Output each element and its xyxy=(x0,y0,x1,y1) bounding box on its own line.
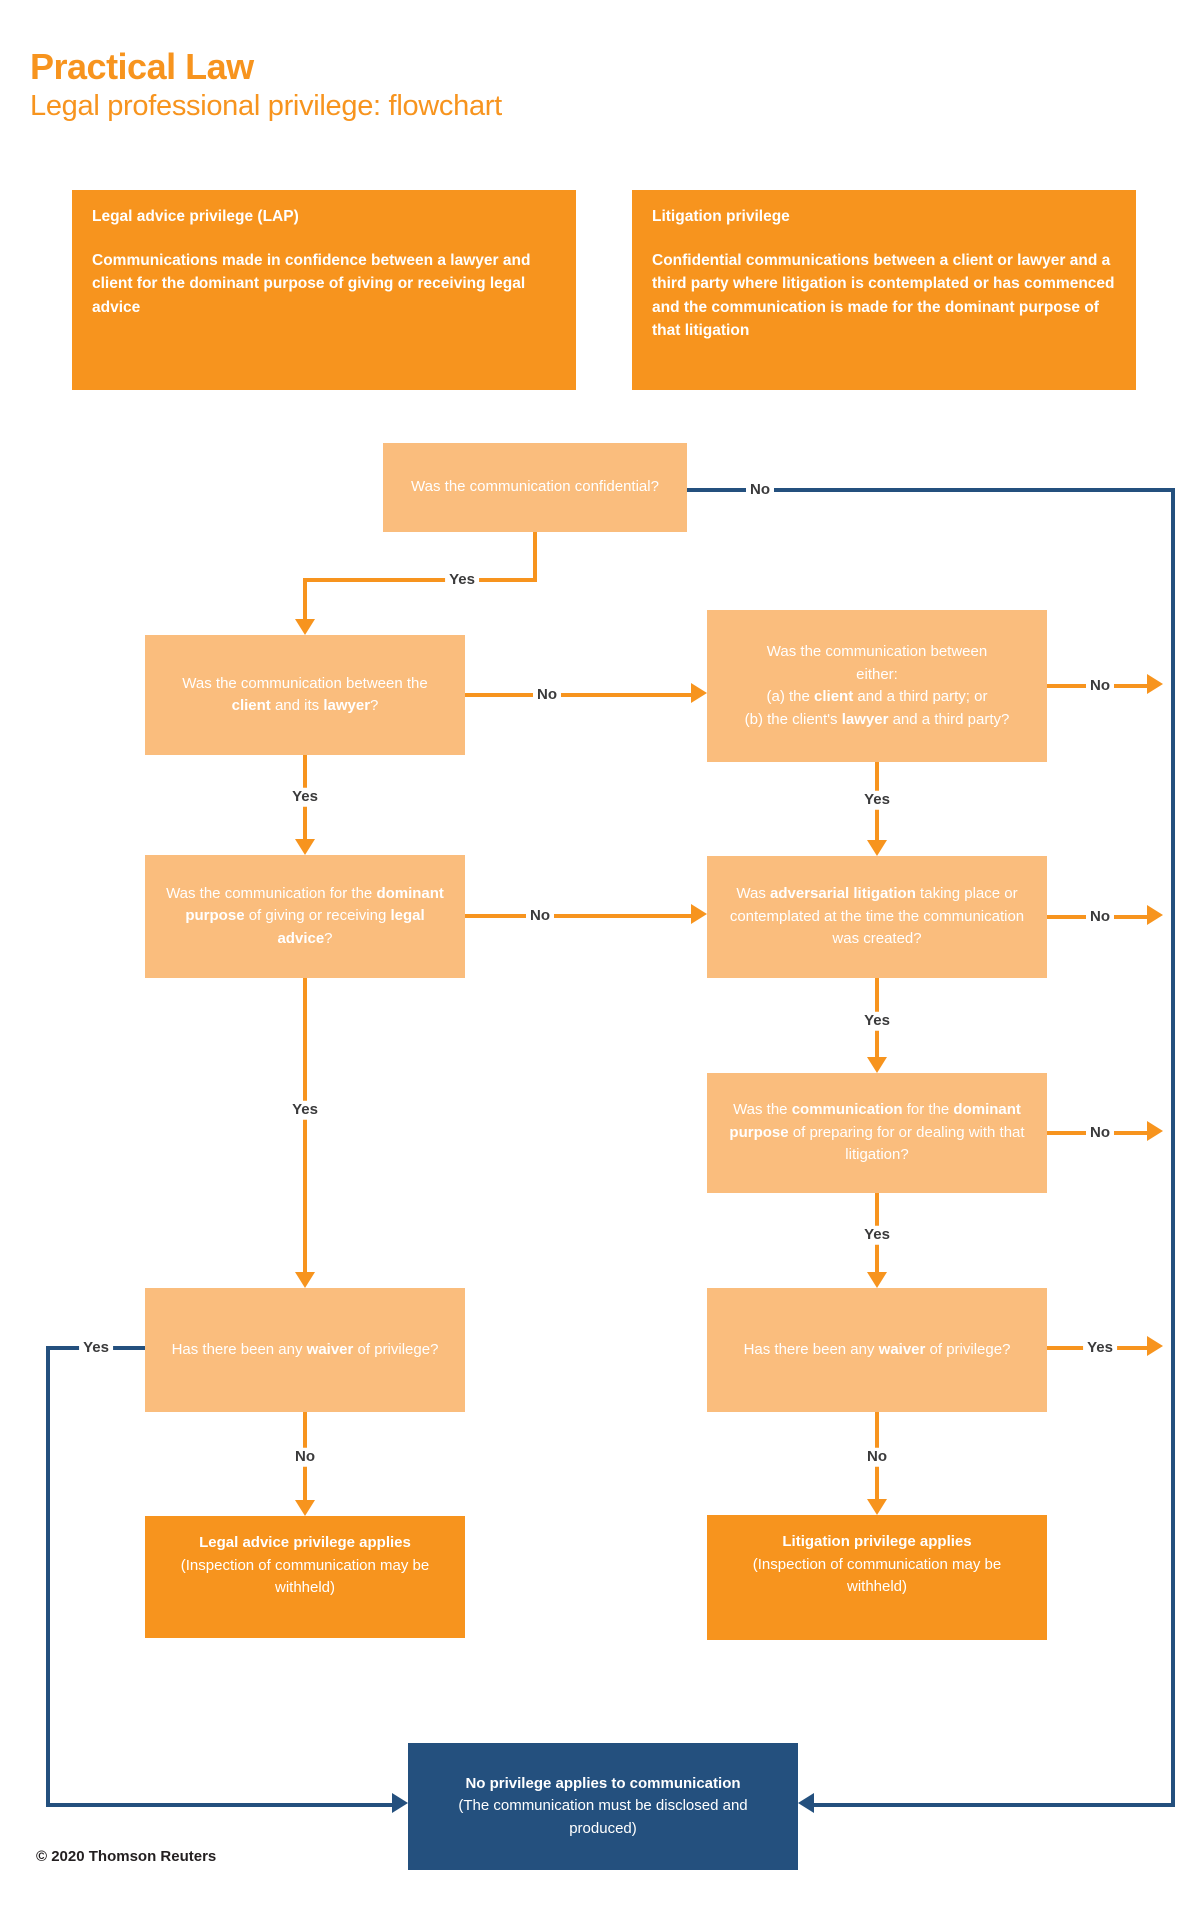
node-text: Was the communication for the dominant p… xyxy=(166,884,444,947)
brand-title: Practical Law xyxy=(30,46,254,87)
connector-right-rail xyxy=(1171,488,1175,1807)
definition-title: Legal advice privilege (LAP) xyxy=(92,208,299,225)
arrowhead-left-icon xyxy=(798,1793,814,1813)
flow-label-no: No xyxy=(526,906,554,926)
connector-confidential-yes xyxy=(533,532,537,582)
definition-body: Communications made in confidence betwee… xyxy=(92,252,531,316)
node-client-and-lawyer: Was the communication between the client… xyxy=(145,635,465,755)
flow-label-yes: Yes xyxy=(1083,1338,1117,1358)
definition-box-litigation-privilege: Litigation privilege Confidential commun… xyxy=(632,190,1136,390)
node-waiver-right: Has there been any waiver of privilege? xyxy=(707,1288,1047,1412)
arrowhead-down-icon xyxy=(867,1057,887,1073)
node-legal-advice-privilege-applies: Legal advice privilege applies(Inspectio… xyxy=(145,1516,465,1638)
node-text: No privilege applies to communication(Th… xyxy=(458,1774,748,1837)
flow-label-no: No xyxy=(746,480,774,500)
arrowhead-right-icon xyxy=(1147,674,1163,694)
node-adversarial-litigation: Was adversarial litigation taking place … xyxy=(707,856,1047,978)
flow-label-no: No xyxy=(533,685,561,705)
node-dominant-purpose-litigation: Was the communication for the dominant p… xyxy=(707,1073,1047,1193)
copyright-notice: © 2020 Thomson Reuters xyxy=(36,1848,217,1865)
connector-confidential-yes xyxy=(303,578,537,582)
node-text: Has there been any waiver of privilege? xyxy=(171,1340,439,1358)
node-text: Legal advice privilege applies(Inspectio… xyxy=(180,1534,430,1596)
flow-label-yes: Yes xyxy=(288,1100,322,1120)
node-litigation-privilege-applies: Litigation privilege applies(Inspection … xyxy=(707,1515,1047,1640)
node-was-communication-confidential: Was the communication confidential? xyxy=(383,443,687,532)
flow-label-yes: Yes xyxy=(79,1338,113,1358)
flow-label-no: No xyxy=(1086,907,1114,927)
flow-label-no: No xyxy=(1086,676,1114,696)
flow-label-yes: Yes xyxy=(445,570,479,590)
flow-label-yes: Yes xyxy=(860,1225,894,1245)
node-text: Has there been any waiver of privilege? xyxy=(743,1340,1011,1358)
flow-label-yes: Yes xyxy=(860,790,894,810)
node-text: Was the communication for the dominant p… xyxy=(729,1101,1025,1164)
connector-left-rail-to-bottom xyxy=(50,1803,392,1807)
arrowhead-right-icon xyxy=(1147,905,1163,925)
definition-box-legal-advice-privilege: Legal advice privilege (LAP) Communicati… xyxy=(72,190,576,390)
arrowhead-right-icon xyxy=(691,683,707,703)
flow-label-no: No xyxy=(863,1447,891,1467)
node-dominant-purpose-legal-advice: Was the communication for the dominant p… xyxy=(145,855,465,978)
arrowhead-down-icon xyxy=(295,1500,315,1516)
connector-l2-no xyxy=(465,914,691,918)
arrowhead-down-icon xyxy=(295,1272,315,1288)
flow-label-no: No xyxy=(1086,1123,1114,1143)
node-no-privilege-applies: No privilege applies to communication(Th… xyxy=(408,1743,798,1870)
arrowhead-right-icon xyxy=(1147,1336,1163,1356)
node-waiver-left: Has there been any waiver of privilege? xyxy=(145,1288,465,1412)
arrowhead-down-icon xyxy=(295,619,315,635)
connector-l2-yes xyxy=(303,978,307,1272)
arrowhead-down-icon xyxy=(867,840,887,856)
arrowhead-down-icon xyxy=(295,839,315,855)
connector-left-rail xyxy=(46,1346,50,1807)
arrowhead-right-icon xyxy=(691,904,707,924)
connector-l1-no xyxy=(465,693,691,697)
arrowhead-right-icon xyxy=(392,1793,408,1813)
arrowhead-down-icon xyxy=(867,1499,887,1515)
flow-label-no: No xyxy=(291,1447,319,1467)
node-text: Was adversarial litigation taking place … xyxy=(729,885,1025,948)
node-text: Was the communication confidential? xyxy=(411,478,659,496)
flow-label-yes: Yes xyxy=(288,787,322,807)
flow-label-yes: Yes xyxy=(860,1011,894,1031)
connector-confidential-no xyxy=(687,488,1175,492)
node-text: Was the communication between the client… xyxy=(182,674,428,715)
arrowhead-down-icon xyxy=(867,1272,887,1288)
connector-right-rail-to-bottom xyxy=(814,1803,1175,1807)
node-text: Litigation privilege applies(Inspection … xyxy=(752,1533,1002,1595)
page-title: Legal professional privilege: flowchart xyxy=(30,90,502,122)
definition-title: Litigation privilege xyxy=(652,208,790,225)
definition-body: Confidential communications between a cl… xyxy=(652,252,1115,339)
arrowhead-right-icon xyxy=(1147,1121,1163,1141)
connector-confidential-yes xyxy=(303,578,307,619)
